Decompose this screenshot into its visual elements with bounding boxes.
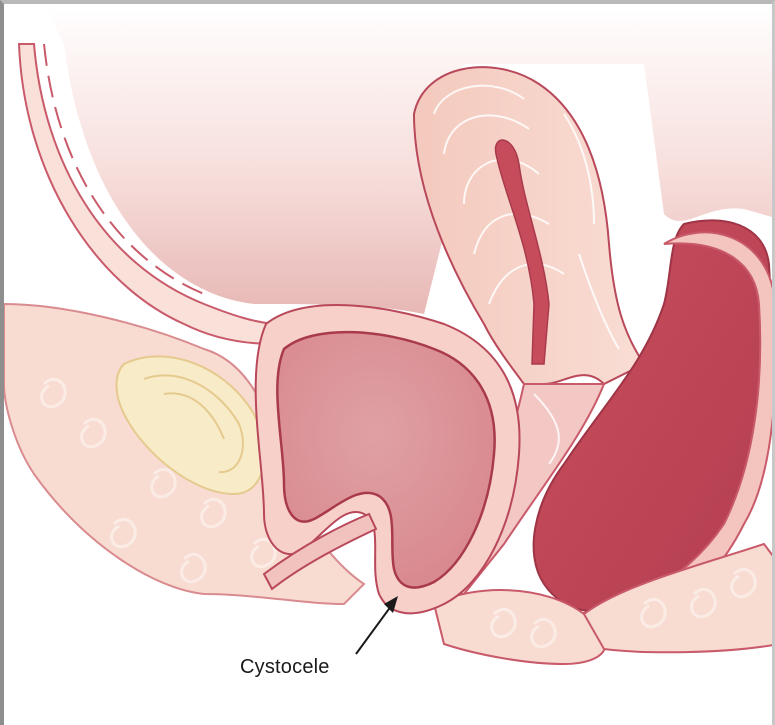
cystocele-arrow	[356, 596, 398, 654]
peritoneal-cavity	[44, 4, 775, 314]
pelvic-cross-section-illustration	[4, 4, 775, 725]
cystocele-label: Cystocele	[240, 656, 330, 679]
